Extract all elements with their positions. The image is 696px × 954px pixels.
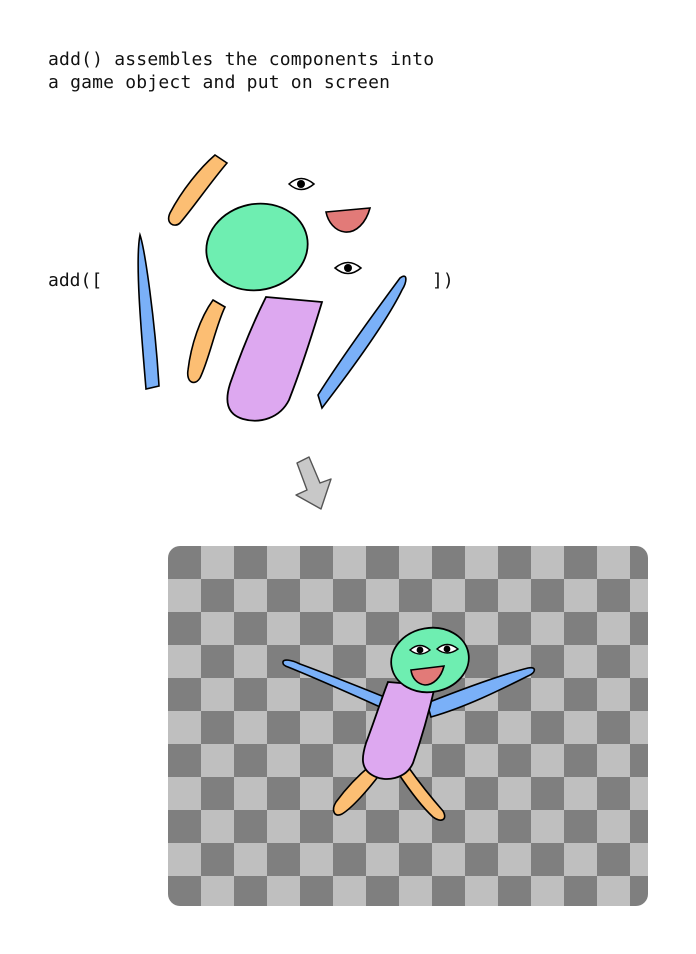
eye-piece-2 xyxy=(333,261,363,275)
body-piece xyxy=(226,296,324,422)
character-body xyxy=(362,681,437,780)
code-add-close: ]) xyxy=(432,270,454,291)
caption: add() assembles the components into a ga… xyxy=(48,48,434,94)
caption-line-1: add() assembles the components into xyxy=(48,49,435,70)
character-mouth xyxy=(410,665,446,686)
code-add-open: add([ xyxy=(48,270,103,291)
character-eye-left xyxy=(408,644,432,655)
down-arrow-icon xyxy=(295,456,332,510)
head-piece xyxy=(205,202,309,292)
caption-line-2: a game object and put on screen xyxy=(48,72,391,93)
character-right-leg xyxy=(396,766,446,821)
character-eye-right xyxy=(435,643,460,654)
arm-piece-right xyxy=(317,275,407,410)
character-right-arm xyxy=(426,666,536,718)
assembled-character xyxy=(282,626,536,821)
character-head xyxy=(390,626,470,694)
leg-piece-lower xyxy=(186,298,227,384)
arm-piece-left xyxy=(137,231,160,390)
eye-piece-1 xyxy=(287,177,316,191)
leg-piece-upper xyxy=(167,153,229,226)
character-left-leg xyxy=(332,763,382,816)
components-group xyxy=(137,153,407,422)
mouth-piece xyxy=(325,207,372,233)
game-screen xyxy=(168,546,648,906)
